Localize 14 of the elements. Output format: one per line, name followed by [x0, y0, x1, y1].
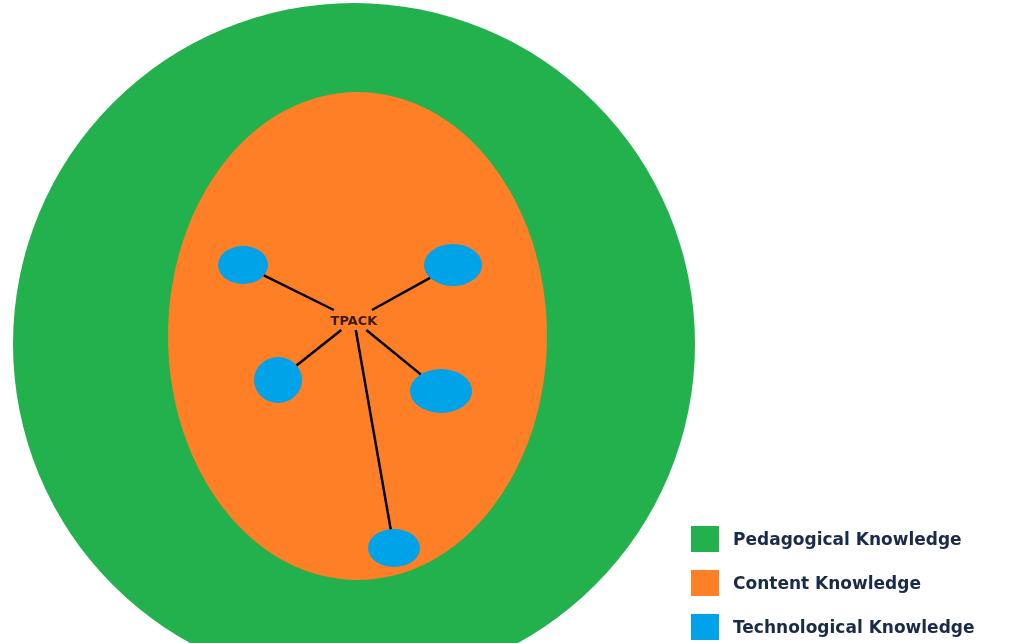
ellipse-node: [410, 369, 472, 413]
legend-label: Technological Knowledge: [733, 617, 975, 637]
ellipse-node: [254, 357, 302, 403]
legend-label: Content Knowledge: [733, 573, 921, 593]
connector-line: [295, 329, 343, 367]
connector-line: [263, 274, 335, 312]
connector-line: [371, 276, 431, 312]
legend-label: Pedagogical Knowledge: [733, 529, 962, 549]
connector-line: [354, 329, 392, 530]
ellipse-node: [218, 246, 268, 284]
node-label: TPACK: [322, 310, 386, 330]
connector-line: [365, 329, 422, 376]
ellipse-node: [368, 529, 420, 567]
ellipse-node: [424, 244, 482, 286]
